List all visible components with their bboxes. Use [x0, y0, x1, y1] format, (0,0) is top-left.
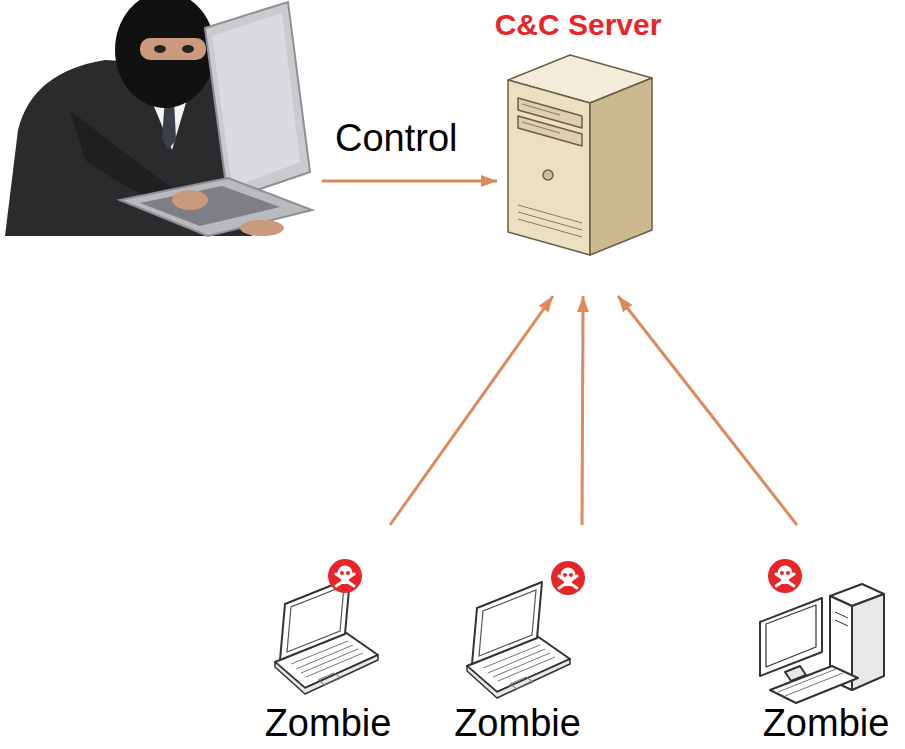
zombie-label: Zombie — [763, 703, 890, 745]
server-icon — [508, 55, 652, 255]
connector-arrow — [618, 296, 797, 525]
malware-badge — [551, 561, 585, 595]
zombie-label: Zombie — [454, 703, 581, 745]
connector-arrow — [390, 296, 553, 525]
desktop-icon — [760, 584, 884, 703]
zombie-node: Zombie — [752, 525, 900, 745]
laptop-icon — [467, 582, 570, 698]
laptop-icon — [275, 578, 378, 694]
zombie-node: Zombie — [258, 525, 398, 745]
arrow-label: Control — [335, 118, 458, 160]
malware-badge — [328, 559, 362, 593]
control-arrow — [322, 180, 497, 183]
zombie-label: Zombie — [265, 703, 392, 745]
zombie-node: Zombie — [450, 525, 585, 745]
hacker-figure — [5, 0, 312, 236]
malware-badge — [768, 559, 802, 593]
server-heading: C&C Server — [495, 8, 662, 41]
connector-arrow — [582, 296, 583, 525]
label-holder: Control — [335, 118, 458, 160]
server-node: C&C Server — [488, 8, 668, 296]
